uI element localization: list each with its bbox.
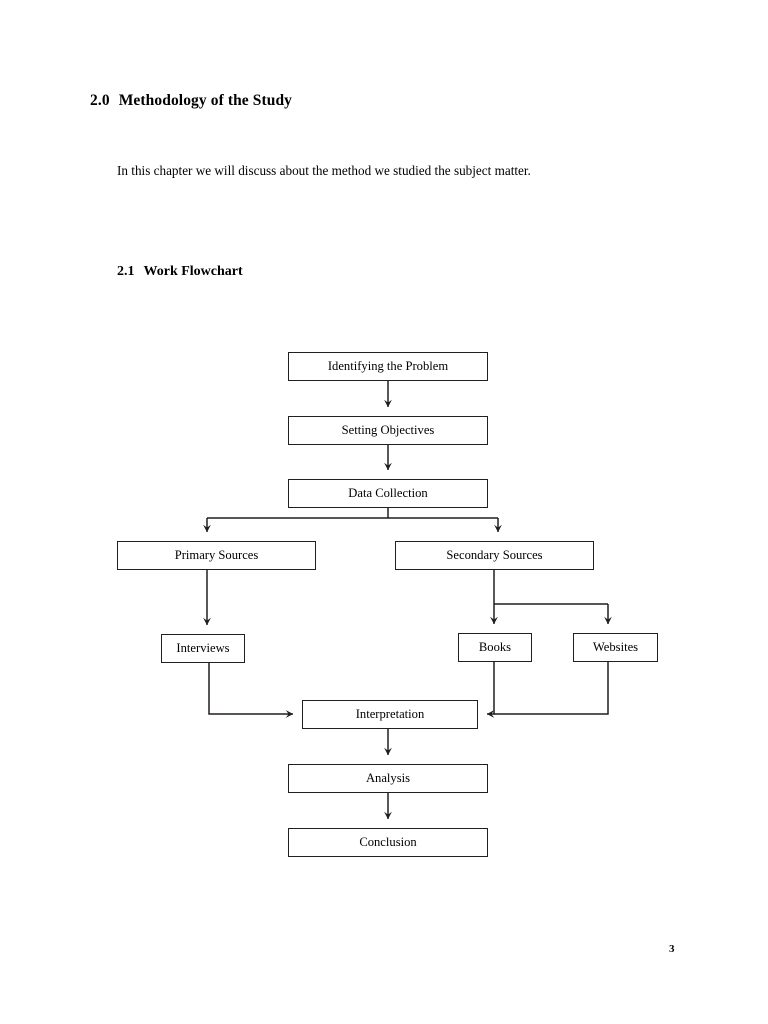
flow-node-conclusion: Conclusion bbox=[288, 828, 488, 857]
subsection-heading-title: Work Flowchart bbox=[143, 264, 243, 279]
section-heading-title: Methodology of the Study bbox=[118, 92, 293, 109]
subsection-heading-number: 2.1 bbox=[117, 264, 135, 279]
flow-node-label: Data Collection bbox=[348, 486, 428, 501]
edge-interviews-to-interpretation bbox=[208, 663, 294, 718]
flow-node-books: Books bbox=[458, 633, 532, 662]
flow-node-websites: Websites bbox=[573, 633, 658, 662]
flow-node-label: Primary Sources bbox=[174, 548, 259, 563]
subsection-heading: 2.1 Work Flowchart bbox=[117, 264, 243, 280]
flow-node-label: Setting Objectives bbox=[341, 423, 435, 438]
intro-paragraph: In this chapter we will discuss about th… bbox=[117, 163, 531, 178]
flow-node-secondary-sources: Secondary Sources bbox=[395, 541, 594, 570]
flow-node-label: Conclusion bbox=[359, 835, 417, 850]
flow-node-label: Interpretation bbox=[355, 707, 425, 722]
flow-node-primary-sources: Primary Sources bbox=[117, 541, 316, 570]
flow-node-setting-objectives: Setting Objectives bbox=[288, 416, 488, 445]
flow-node-label: Websites bbox=[592, 640, 639, 655]
flow-node-interpretation: Interpretation bbox=[302, 700, 478, 729]
flow-node-label: Analysis bbox=[365, 771, 411, 786]
flow-node-label: Secondary Sources bbox=[446, 548, 543, 563]
edge-books-to-interpretation bbox=[486, 662, 495, 718]
flow-node-analysis: Analysis bbox=[288, 764, 488, 793]
section-heading: 2.0 Methodology of the Study bbox=[90, 92, 292, 110]
flow-node-identifying-the-problem: Identifying the Problem bbox=[288, 352, 488, 381]
flow-node-data-collection: Data Collection bbox=[288, 479, 488, 508]
flow-node-label: Books bbox=[478, 640, 512, 655]
flow-node-label: Interviews bbox=[176, 641, 230, 656]
edge-websites-to-interpretation bbox=[494, 662, 609, 715]
page-number: 3 bbox=[669, 943, 675, 955]
flow-node-label: Identifying the Problem bbox=[327, 359, 449, 374]
section-heading-number: 2.0 bbox=[90, 92, 110, 109]
flow-node-interviews: Interviews bbox=[161, 634, 245, 663]
